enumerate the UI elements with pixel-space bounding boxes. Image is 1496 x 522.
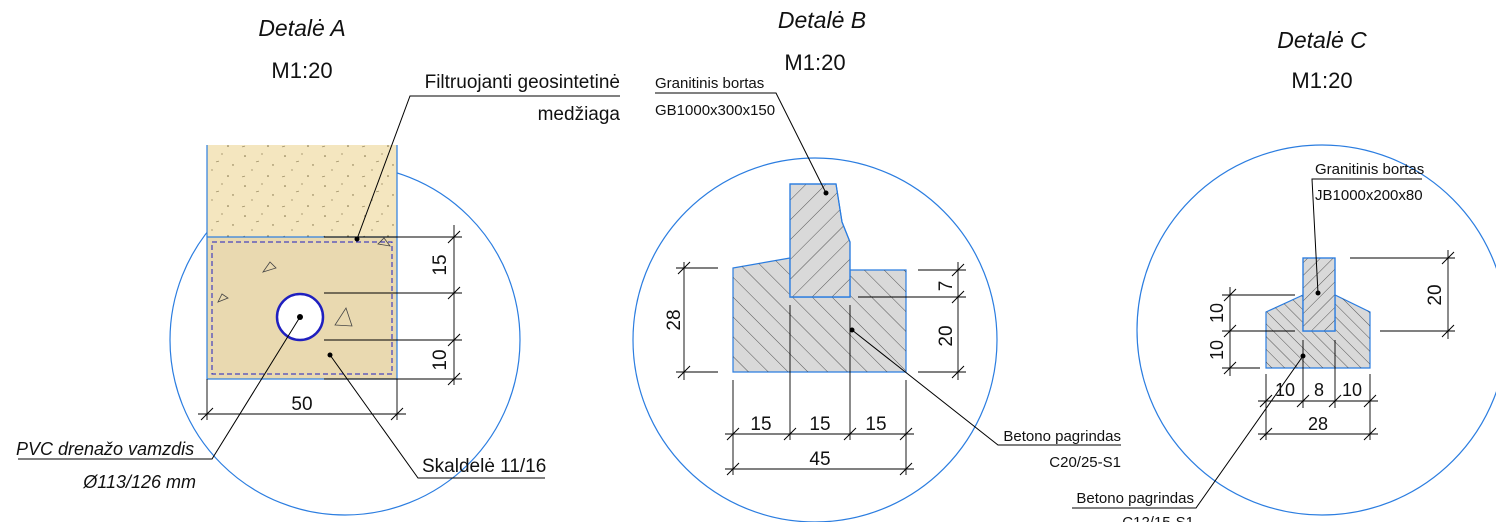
detail-a-scale: M1:20 [271,58,332,83]
pipe-label-2: Ø113/126 mm [82,472,196,492]
detail-a-dim-width: 50 [291,394,312,415]
detail-c-dim-left-top: 10 [1207,303,1227,323]
detail-b-dim-b3: 15 [865,414,886,435]
geotextile-label-2: medžiaga [538,104,621,125]
pipe-label-1: PVC drenažo vamzdis [16,439,194,459]
detail-c: Detalė C M1:20 Granitinis bortas JB1000x… [1072,27,1496,522]
detail-b-dim-right-top: 7 [936,281,957,292]
sand-layer [207,145,397,237]
detail-b-dim-left: 28 [664,309,685,330]
detail-c-title: Detalė C [1277,27,1367,53]
detail-c-dim-left-bottom: 10 [1207,340,1227,360]
detail-c-dim-right: 20 [1425,284,1446,305]
base-c-label-2: C12/15-S1 [1122,514,1194,522]
detail-a-title: Detalė A [258,15,345,41]
curb-label-1: Granitinis bortas [655,75,764,92]
detail-b: Detalė B M1:20 Granitinis bortas GB1000x… [632,7,1121,522]
detail-b-dim-b2: 15 [809,414,830,435]
detail-c-scale: M1:20 [1291,68,1352,93]
curb-c-label-1: Granitinis bortas [1315,161,1424,178]
curb-c-label-2: JB1000x200x80 [1315,187,1423,204]
detail-c-circle [1136,144,1496,516]
curb-label-2: GB1000x300x150 [655,102,775,119]
detail-b-dim-b1: 15 [750,414,771,435]
detail-a-dim-bottom: 10 [430,349,451,370]
base-label-1: Betono pagrindas [1003,428,1121,445]
detail-b-dim-right: 20 [936,325,957,346]
base-label-2: C20/25-S1 [1049,454,1121,471]
detail-b-scale: M1:20 [784,50,845,75]
detail-c-dim-b2: 8 [1314,380,1324,400]
detail-c-dim-b3: 10 [1342,380,1362,400]
detail-b-title: Detalė B [778,7,866,33]
geotextile-label-1: Filtruojanti geosintetinė [425,72,620,93]
detail-c-dim-total: 28 [1308,414,1328,434]
geotextile-wrap [211,241,393,375]
detail-c-dim-b1: 10 [1275,380,1295,400]
base-c-label-1: Betono pagrindas [1076,490,1194,507]
gravel-label: Skaldelė 11/16 [422,456,546,477]
detail-b-circle [632,157,998,522]
detail-b-dim-total: 45 [809,449,830,470]
detail-a: Detalė A M1:20 Filtruojanti geosintetinė… [16,15,621,516]
detail-a-dim-top: 15 [430,254,451,275]
